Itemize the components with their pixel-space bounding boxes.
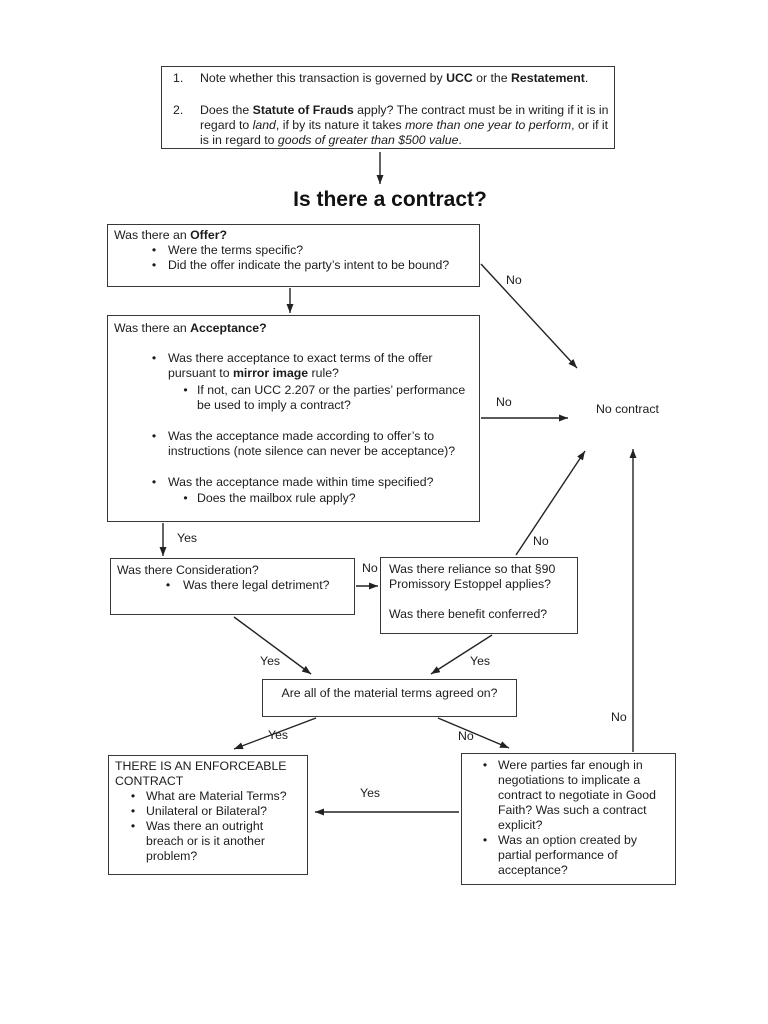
acceptance-box: Was there an Acceptance? • Was there acce… [107, 315, 480, 522]
edge-label-offer-no: No [506, 273, 522, 287]
arrow-estoppel-yes-to-material [430, 634, 493, 675]
text-segment-bold: mirror image [232, 366, 309, 380]
text-segment: or the [472, 71, 512, 85]
acceptance-bullet: • Was there acceptance to exact terms of … [114, 351, 471, 381]
text-segment: Was there an [114, 321, 191, 335]
offer-bullet: •Were the terms specific? [114, 243, 471, 258]
negotiation-bullet: •Was an option created by partial perfor… [462, 833, 665, 878]
acceptance-bullet: •Was the acceptance made within time spe… [114, 475, 471, 490]
list-number: 1. [173, 71, 184, 85]
text-segment: , or if it is in regard to [200, 118, 609, 147]
text-segment: Was there acceptance to exact terms of t… [168, 351, 433, 380]
edge-label-acceptance-no: No [496, 395, 512, 409]
text-segment-italic: more than one year to perform [405, 118, 572, 132]
promissory-estoppel-box: Was there reliance so that §90 Promissor… [380, 557, 578, 634]
acceptance-bullet: •Was the acceptance made according to of… [114, 429, 471, 459]
estoppel-line: Promissory Estoppel applies? [389, 577, 551, 591]
negotiation-box: •Were parties far enough in negotiations… [461, 753, 676, 885]
bullet-icon: • [482, 758, 488, 772]
consideration-box: Was there Consideration? •Was there lega… [110, 558, 355, 615]
estoppel-line: Was there reliance so that §90 [389, 562, 556, 576]
text-segment-italic: land [252, 118, 276, 132]
edge-label-acceptance-yes: Yes [177, 531, 198, 545]
acceptance-sub-bullet: •Does the mailbox rule apply? [114, 491, 471, 506]
bullet-icon: • [151, 429, 157, 443]
edge-label-material-yes: Yes [268, 728, 289, 742]
enforceable-bullet: •Was there an outright breach or is it a… [115, 819, 295, 864]
edge-label-consideration-no: No [362, 561, 378, 575]
bullet-icon: • [183, 491, 188, 505]
offer-heading: Was there an Offer? [114, 228, 471, 243]
enforceable-heading: THERE IS AN ENFORCEABLE CONTRACT [115, 759, 287, 788]
text-segment-italic: goods of greater than $500 value [277, 133, 459, 147]
offer-box: Was there an Offer? •Were the terms spec… [107, 224, 480, 287]
text-segment: , if by its nature it takes [275, 118, 406, 132]
negotiation-bullet: •Were parties far enough in negotiations… [462, 758, 665, 833]
text-segment: Does the [200, 103, 253, 117]
arrow-estoppel-no-to-no-contract [515, 450, 586, 556]
bullet-icon: • [183, 383, 188, 397]
text-segment-bold: Acceptance? [190, 321, 267, 335]
intro-note-box: 1. Note whether this transaction is gove… [161, 66, 615, 149]
edge-label-consideration-yes: Yes [260, 654, 281, 668]
bullet-icon: • [151, 243, 157, 257]
text-segment: rule? [308, 366, 339, 380]
intro-item-2: 2. Does the Statute of Frauds apply? The… [162, 103, 614, 148]
bullet-icon: • [130, 804, 136, 818]
edge-label-negotiation-no: No [611, 710, 627, 724]
arrow-consideration-yes-to-material [233, 616, 312, 675]
edge-label-estoppel-no: No [533, 534, 549, 548]
edge-label-estoppel-yes: Yes [470, 654, 491, 668]
bullet-icon: • [130, 789, 136, 803]
text-segment: Was there an [114, 228, 191, 242]
bullet-icon: • [165, 578, 171, 592]
enforceable-bullet: •Unilateral or Bilateral? [115, 804, 295, 819]
text-segment-bold: Statute of Frauds [252, 103, 354, 117]
text-segment: . [458, 133, 462, 147]
text-segment-bold: Restatement [511, 71, 585, 85]
enforceable-contract-box: THERE IS AN ENFORCEABLE CONTRACT •What a… [108, 755, 308, 875]
material-terms-box: Are all of the material terms agreed on? [262, 679, 517, 717]
text-segment: apply? The contract must be in writing i… [200, 103, 609, 132]
material-terms-question: Are all of the material terms agreed on? [281, 686, 498, 700]
text-segment: Note whether this transaction is governe… [200, 71, 447, 85]
arrow-material-no-to-negotiation [437, 717, 510, 749]
enforceable-bullet: •What are Material Terms? [115, 789, 295, 804]
list-number: 2. [173, 103, 184, 117]
offer-bullet: •Did the offer indicate the party’s inte… [114, 258, 471, 273]
arrow-offer-no-to-no-contract [480, 263, 578, 369]
arrow-material-yes-to-enforceable [233, 717, 317, 750]
edge-label-negotiation-yes: Yes [360, 786, 381, 800]
bullet-icon: • [151, 258, 157, 272]
bullet-icon: • [130, 819, 136, 833]
consideration-bullet: •Was there legal detriment? [117, 578, 346, 593]
text-segment-bold: UCC [446, 71, 473, 85]
bullet-icon: • [482, 833, 488, 847]
bullet-icon: • [151, 475, 157, 489]
no-contract-text: No contract [596, 402, 659, 416]
edge-label-material-no: No [458, 729, 474, 743]
flowchart-title: Is there a contract? [293, 188, 487, 211]
text-segment: . [584, 71, 589, 85]
acceptance-heading: Was there an Acceptance? [114, 321, 471, 336]
acceptance-sub-bullet: •If not, can UCC 2.207 or the parties’ p… [114, 383, 471, 413]
bullet-icon: • [151, 351, 157, 365]
consideration-heading: Was there Consideration? [117, 563, 259, 577]
intro-item-1: 1. Note whether this transaction is gove… [162, 71, 614, 86]
estoppel-line: Was there benefit conferred? [389, 607, 548, 621]
text-segment-bold: Offer? [190, 228, 227, 242]
